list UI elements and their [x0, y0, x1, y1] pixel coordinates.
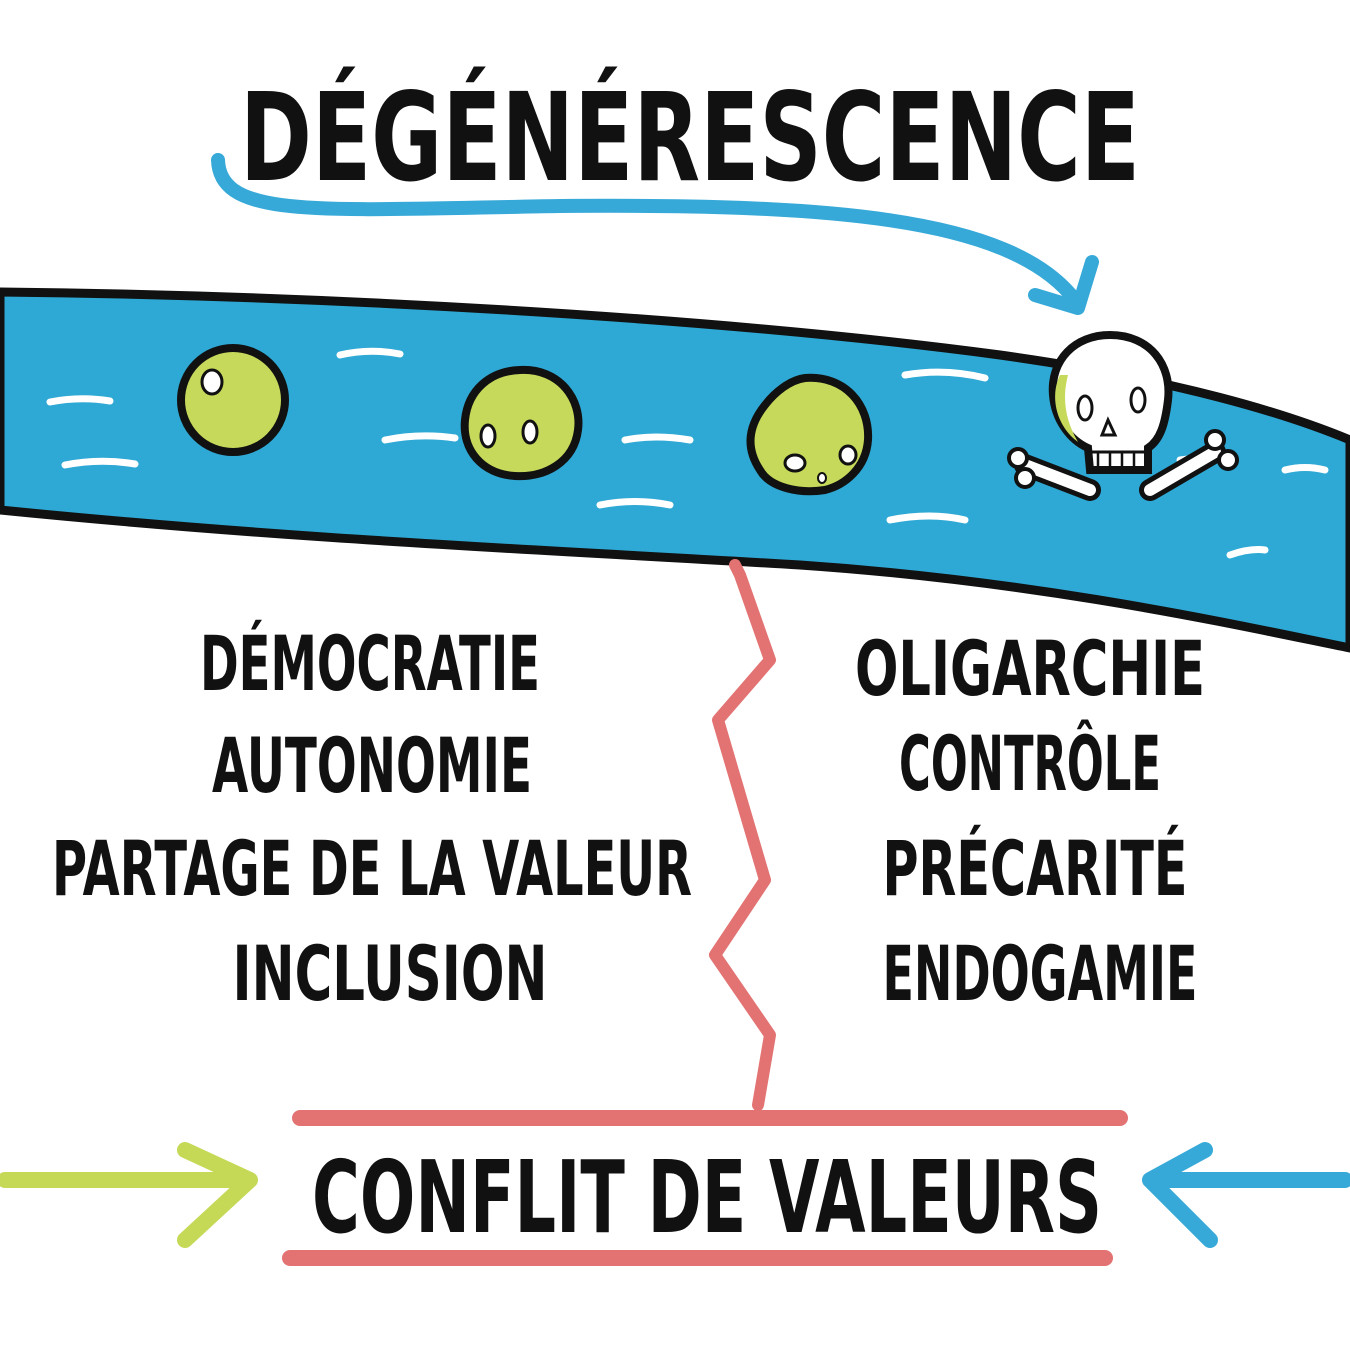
- right-value: CONTRÔLE: [899, 718, 1161, 808]
- right-value: OLIGARCHIE: [855, 624, 1205, 713]
- left-value: INCLUSION: [233, 929, 548, 1018]
- right-value: ENDOGAMIE: [883, 929, 1198, 1018]
- left-value: AUTONOMIE: [212, 721, 532, 810]
- right-arrow-icon: [1142, 1142, 1350, 1248]
- left-value: DÉMOCRATIE: [200, 619, 540, 708]
- left-arrow-icon: [0, 1142, 258, 1248]
- aging-cell-icon: [460, 365, 583, 481]
- curved-arrow-icon: [211, 153, 1099, 315]
- decaying-cell-icon: [746, 373, 873, 496]
- title: DÉGÉNÉRESCENCE: [240, 67, 1140, 209]
- zigzag-divider-icon: [709, 559, 776, 1111]
- skull-and-crossbones-icon: [1007, 330, 1239, 501]
- right-value: PRÉCARITÉ: [883, 824, 1188, 913]
- conclusion: CONFLIT DE VALEURS: [312, 1139, 1102, 1256]
- left-value: PARTAGE DE LA VALEUR: [52, 824, 692, 913]
- right-values-list: OLIGARCHIE CONTRÔLE PRÉCARITÉ ENDOGAMIE: [855, 624, 1205, 1018]
- healthy-cell-icon: [177, 344, 289, 456]
- left-values-list: DÉMOCRATIE AUTONOMIE PARTAGE DE LA VALEU…: [52, 619, 692, 1018]
